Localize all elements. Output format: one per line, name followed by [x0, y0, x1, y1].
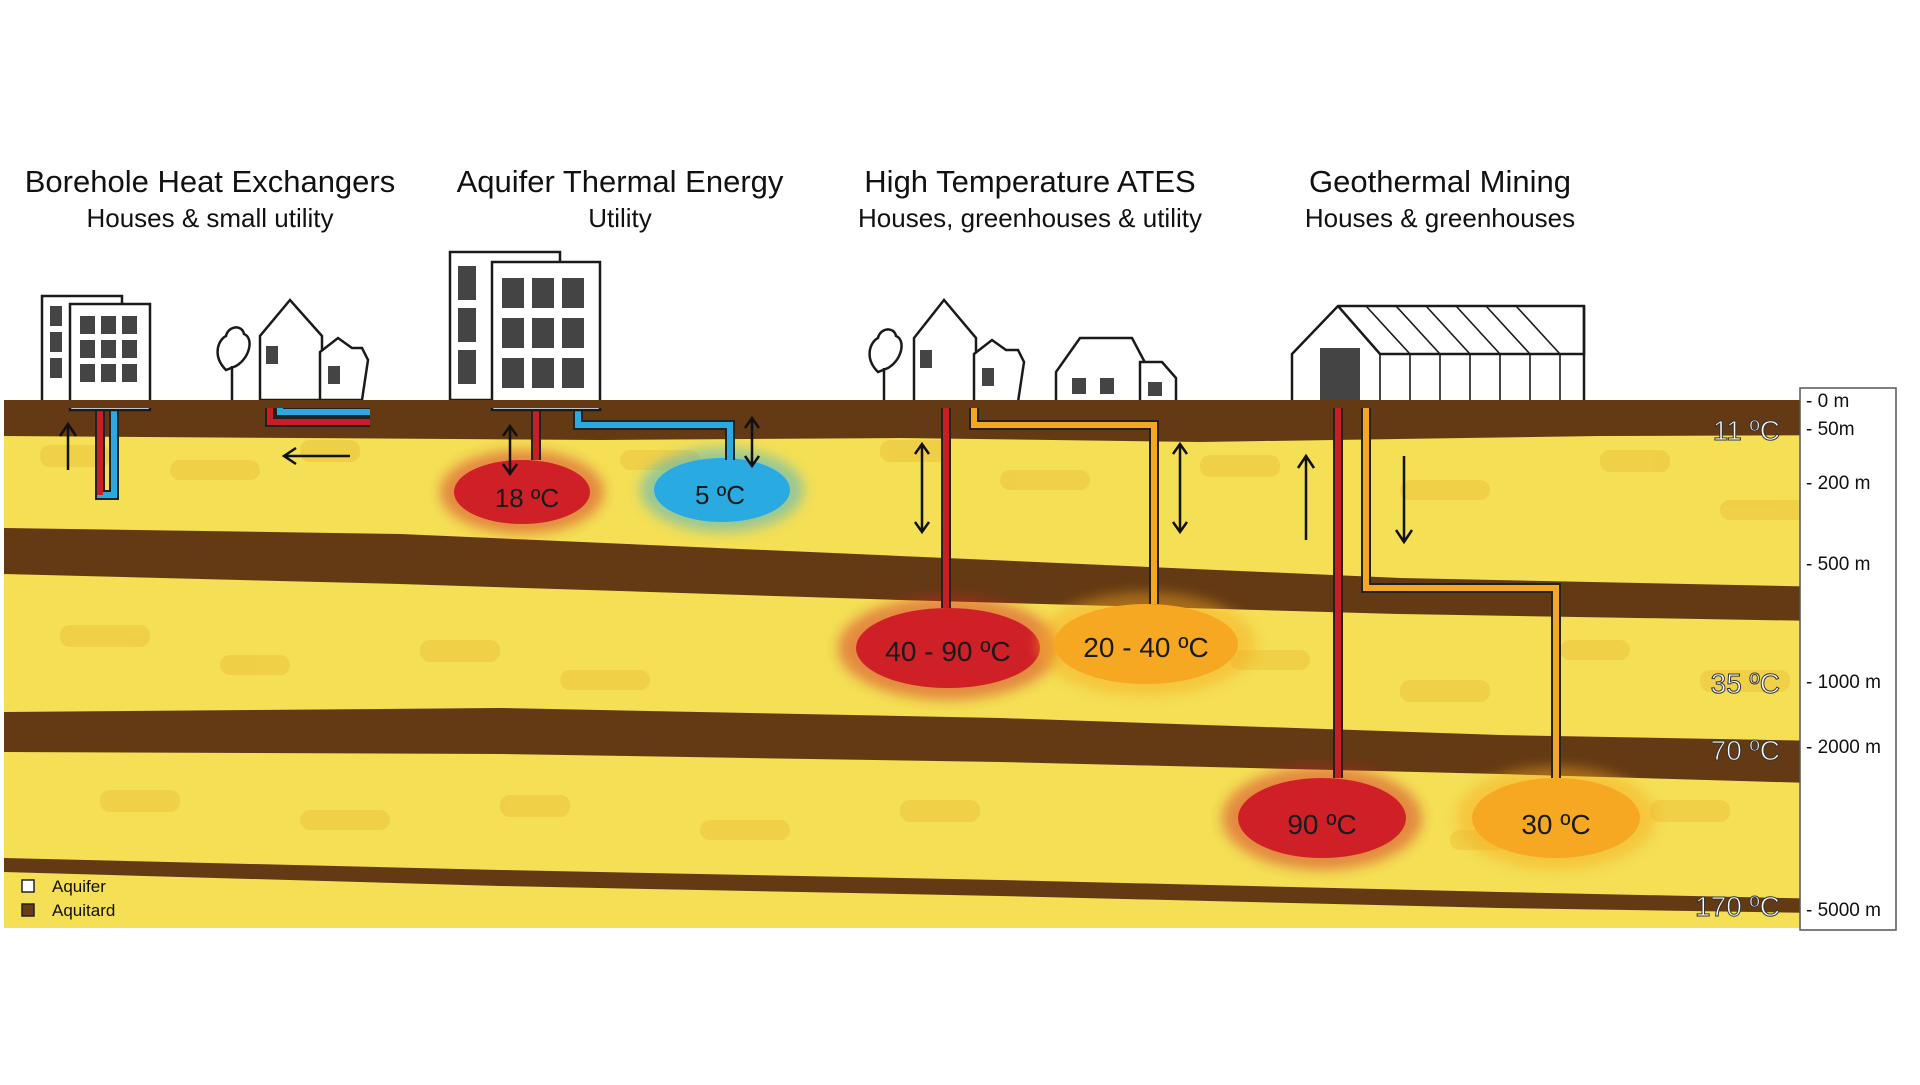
reservoir-40-90c: 40 - 90 ºC: [838, 596, 1058, 700]
arrow-updown-icon: [913, 441, 931, 535]
reservoir-label: 40 - 90 ºC: [885, 636, 1010, 667]
temperature-label: 70 ºC: [1711, 735, 1780, 766]
depth-label: - 50m: [1806, 419, 1855, 440]
reservoir-20-40c: 20 - 40 ºC: [1036, 592, 1256, 696]
reservoir-18c: 18 ºC: [440, 450, 604, 534]
arrow-updown-icon: [1171, 441, 1189, 535]
arrow-up-icon: [1296, 453, 1316, 540]
section-title: Borehole Heat Exchangers: [24, 164, 396, 199]
arrow-down-icon: [1394, 456, 1414, 545]
legend-swatch-aquitard: [21, 903, 35, 917]
section-subtitle: Houses, greenhouses & utility: [858, 203, 1202, 233]
section-subtitle: Houses & small utility: [86, 203, 334, 233]
reservoirs: 18 ºC 5 ºC 40 - 90 ºC 20 - 40 ºC 90 ºC 3…: [440, 448, 1656, 870]
reservoir-label: 20 - 40 ºC: [1083, 632, 1208, 663]
reservoir-5c: 5 ºC: [640, 448, 804, 532]
reservoir-label: 30 ºC: [1521, 809, 1590, 840]
section-ates: Aquifer Thermal Energy Utility: [410, 163, 830, 235]
aquitard-band-2: [4, 708, 1880, 785]
arrow-updown-icon: [501, 423, 519, 477]
house-icon: [868, 298, 1026, 404]
depth-scale: - 0 m - 50m - 200 m - 500 m - 1000 m - 2…: [1799, 387, 1897, 931]
aquifer-texture: [40, 440, 1810, 850]
ground-surface: [4, 400, 1880, 408]
section-bhe: Borehole Heat Exchangers Houses & small …: [0, 163, 420, 235]
legend-label: Aquitard: [52, 901, 115, 920]
office-tower-icon: [448, 250, 602, 412]
legend-label: Aquifer: [52, 877, 106, 896]
depth-label: - 2000 m: [1806, 737, 1881, 758]
legend: Aquifer Aquitard: [21, 877, 115, 920]
section-ht-ates: High Temperature ATES Houses, greenhouse…: [820, 163, 1240, 235]
office-tower-icon: [40, 294, 152, 412]
depth-label: - 1000 m: [1806, 672, 1881, 693]
section-title: High Temperature ATES: [864, 164, 1196, 199]
section-subtitle: Utility: [588, 203, 652, 233]
greenhouse-icon: [1290, 304, 1586, 404]
temperature-labels: 11 ºC 35 ºC 70 ºC 170 ºC: [1695, 415, 1781, 923]
reservoir-30c: 30 ºC: [1456, 766, 1656, 870]
surface-buildings: [40, 250, 1586, 412]
pipes: [95, 398, 1561, 778]
flow-arrows: [58, 415, 1414, 545]
reservoir-label: 90 ºC: [1287, 809, 1356, 840]
depth-label: - 200 m: [1806, 473, 1870, 494]
reservoir-label: 18 ºC: [495, 483, 559, 513]
temperature-label: 35 ºC: [1711, 668, 1780, 699]
arrow-left-icon: [281, 446, 350, 466]
arrow-updown-icon: [743, 415, 761, 469]
depth-label: - 0 m: [1806, 391, 1849, 412]
temperature-label: 11 ºC: [1713, 415, 1780, 446]
house-icon: [1054, 336, 1178, 404]
arrow-up-icon: [58, 421, 78, 470]
aquitard-band-3: [4, 858, 1880, 914]
depth-scale-bar: [1799, 387, 1897, 931]
depth-label: - 500 m: [1806, 554, 1870, 575]
section-geothermal-mining: Geothermal Mining Houses & greenhouses: [1230, 163, 1650, 235]
temperature-label: 170 ºC: [1695, 891, 1780, 922]
reservoir-label: 5 ºC: [695, 480, 745, 510]
reservoir-90c: 90 ºC: [1222, 766, 1422, 870]
section-title: Geothermal Mining: [1309, 164, 1571, 199]
section-title: Aquifer Thermal Energy: [456, 164, 784, 199]
section-subtitle: Houses & greenhouses: [1304, 203, 1576, 233]
house-icon: [216, 298, 370, 402]
depth-label: - 5000 m: [1806, 900, 1881, 921]
legend-swatch-aquifer: [21, 879, 35, 893]
